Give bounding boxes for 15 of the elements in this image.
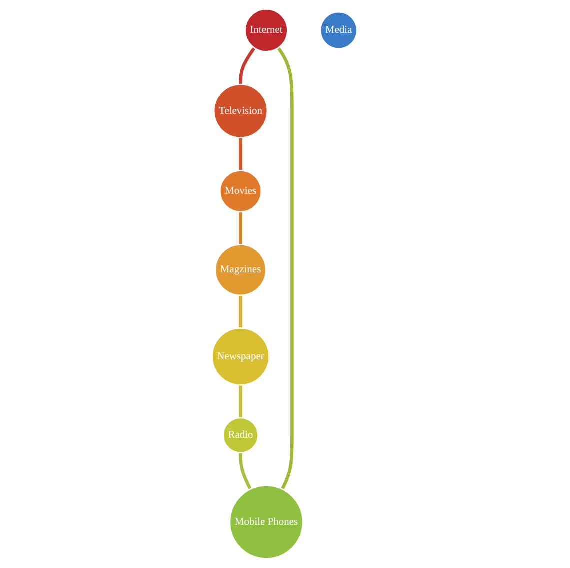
node-circle: Internet [244,8,289,52]
node-circle: Mobile Phones [230,485,304,560]
node-circle: Magzines [215,244,268,296]
connector [239,212,243,245]
connector [239,295,243,328]
connector [239,138,243,171]
connector [277,47,294,490]
connector [239,47,256,84]
node-circle: Movies [220,170,262,213]
connector [239,385,243,418]
node-circle: Radio [222,417,260,454]
node-circle: Television [214,84,268,139]
node-circle: Newspaper [212,328,270,386]
node-circle: Media [320,12,358,50]
connector [239,452,252,490]
